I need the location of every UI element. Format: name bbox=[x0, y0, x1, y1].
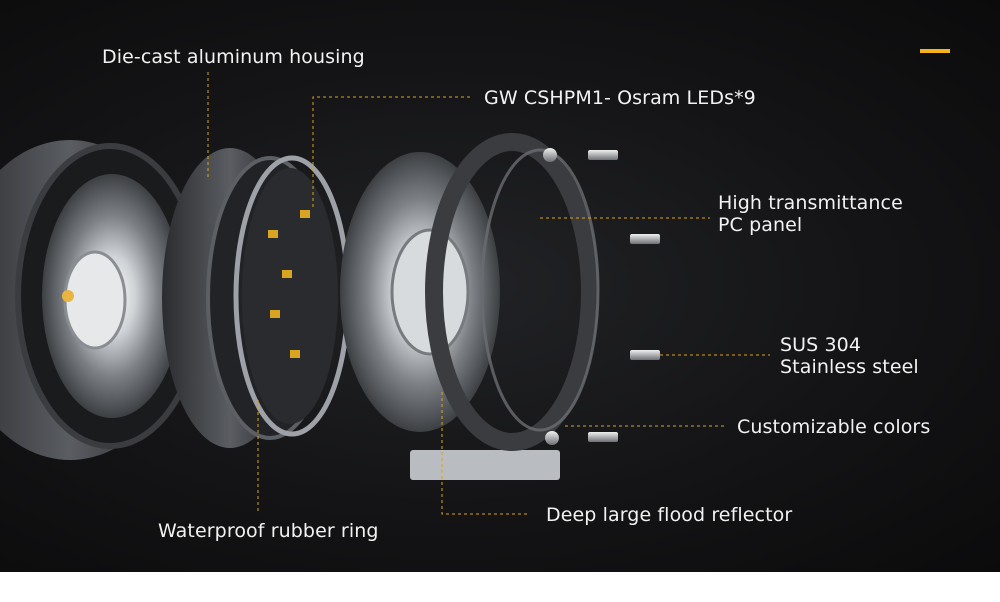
accent-bar bbox=[920, 49, 950, 53]
label-sus: SUS 304 Stainless steel bbox=[780, 334, 919, 378]
bottom-strip bbox=[0, 572, 1000, 602]
label-reflector: Deep large flood reflector bbox=[546, 504, 793, 526]
assembled-lamp bbox=[0, 140, 205, 460]
pc-panel-ring bbox=[425, 133, 600, 451]
flood-reflector bbox=[340, 152, 560, 480]
leader-lines bbox=[207, 72, 770, 515]
rubber-ring-and-led-board bbox=[233, 155, 351, 437]
label-housing: Die-cast aluminum housing bbox=[102, 46, 365, 68]
label-pc-panel-line1: High transmittance bbox=[718, 192, 903, 214]
leader-reflector bbox=[441, 392, 530, 515]
exploded-light-illustration bbox=[0, 72, 770, 515]
product-exploded-view: Die-cast aluminum housing GW CSHPM1- Osr… bbox=[0, 0, 1000, 572]
label-pc-panel-line2: PC panel bbox=[718, 214, 803, 236]
label-pc-panel: High transmittance PC panel bbox=[718, 192, 903, 236]
stainless-bolts bbox=[543, 148, 660, 445]
label-rubber-ring: Waterproof rubber ring bbox=[158, 520, 379, 542]
label-colors: Customizable colors bbox=[737, 416, 931, 438]
leader-leds bbox=[312, 96, 470, 210]
label-sus-line1: SUS 304 bbox=[780, 334, 862, 356]
label-sus-line2: Stainless steel bbox=[780, 356, 919, 378]
label-leds: GW CSHPM1- Osram LEDs*9 bbox=[484, 87, 756, 109]
